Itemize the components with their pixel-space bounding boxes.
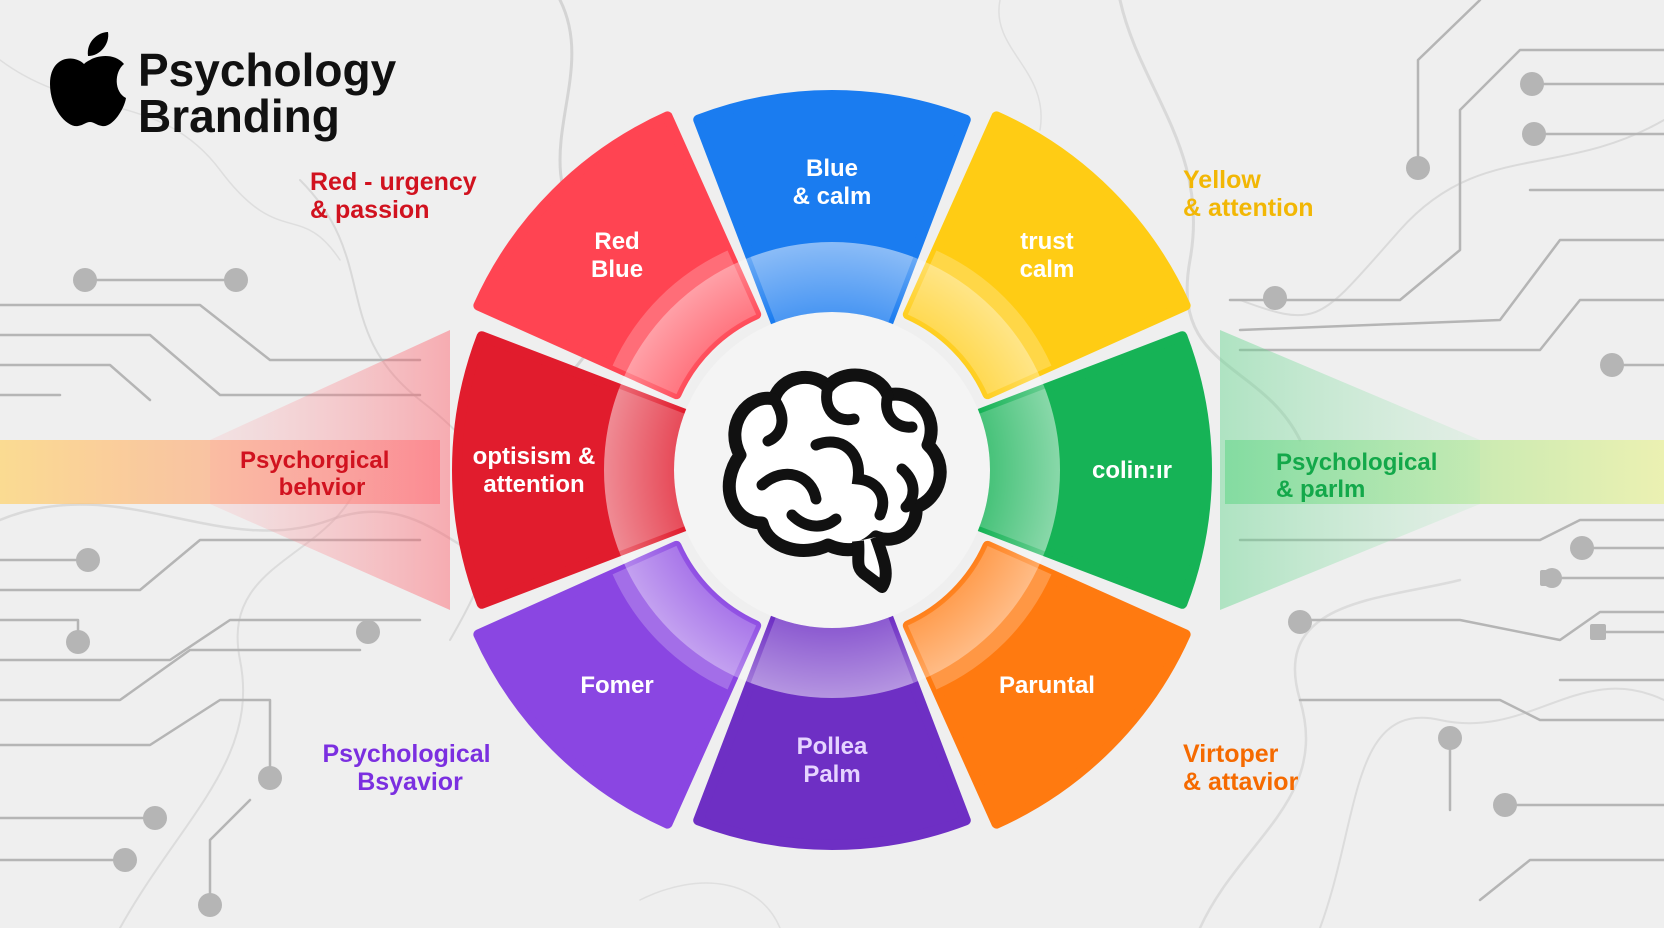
label-psych-palm-right: Psychological & parlm — [1276, 449, 1444, 503]
circuit-nodes-left — [66, 268, 380, 917]
wheel-label-line: optisism & — [473, 443, 596, 470]
label-yellow-attention: Yellow & attention — [1183, 166, 1314, 222]
wheel-label-line: colin:ır — [1092, 457, 1172, 484]
wheel-label-crimson: optisism &attention — [473, 443, 596, 498]
apple-logo-icon — [50, 32, 126, 127]
circuit-nodes-right — [1263, 72, 1624, 817]
wheel-label-line: & calm — [793, 183, 872, 210]
wheel-label-line: Pollea — [797, 733, 868, 760]
label-red-urgency: Red - urgency & passion — [310, 168, 484, 224]
wheel-label-line: calm — [1020, 256, 1075, 283]
wheel-label-line: Red — [594, 228, 639, 255]
wheel-label-orange: Paruntal — [999, 672, 1095, 699]
wheel-label-green: colin:ır — [1092, 457, 1172, 484]
side-labels: Red - urgency & passion Yellow & attenti… — [240, 166, 1444, 796]
wheel-label-blue-top: Blue& calm — [793, 155, 872, 210]
label-psych-behavior-left: Psychorgical behvior — [240, 447, 396, 501]
circuit-lines-right — [1228, 0, 1664, 902]
page-title: Psychology Branding — [138, 44, 409, 142]
brand-header: Psychology Branding — [50, 32, 409, 142]
wheel-label-line: Blue — [591, 256, 643, 283]
label-psych-bsyavior: Psychological Bsyavior — [322, 740, 497, 796]
wheel-label-line: attention — [483, 471, 584, 498]
wheel-label-line: Paruntal — [999, 672, 1095, 699]
right-color-cone — [1220, 330, 1480, 610]
brain-icon — [722, 368, 947, 593]
wheel-label-line: Blue — [806, 155, 858, 182]
label-virtoper: Virtoper & attavior — [1183, 740, 1299, 796]
wheel-label-line: Palm — [803, 761, 860, 788]
wheel-label-violet: Fomer — [580, 672, 653, 699]
wheel-label-line: Fomer — [580, 672, 653, 699]
left-color-cone — [210, 330, 450, 610]
wheel-label-line: trust — [1020, 228, 1073, 255]
